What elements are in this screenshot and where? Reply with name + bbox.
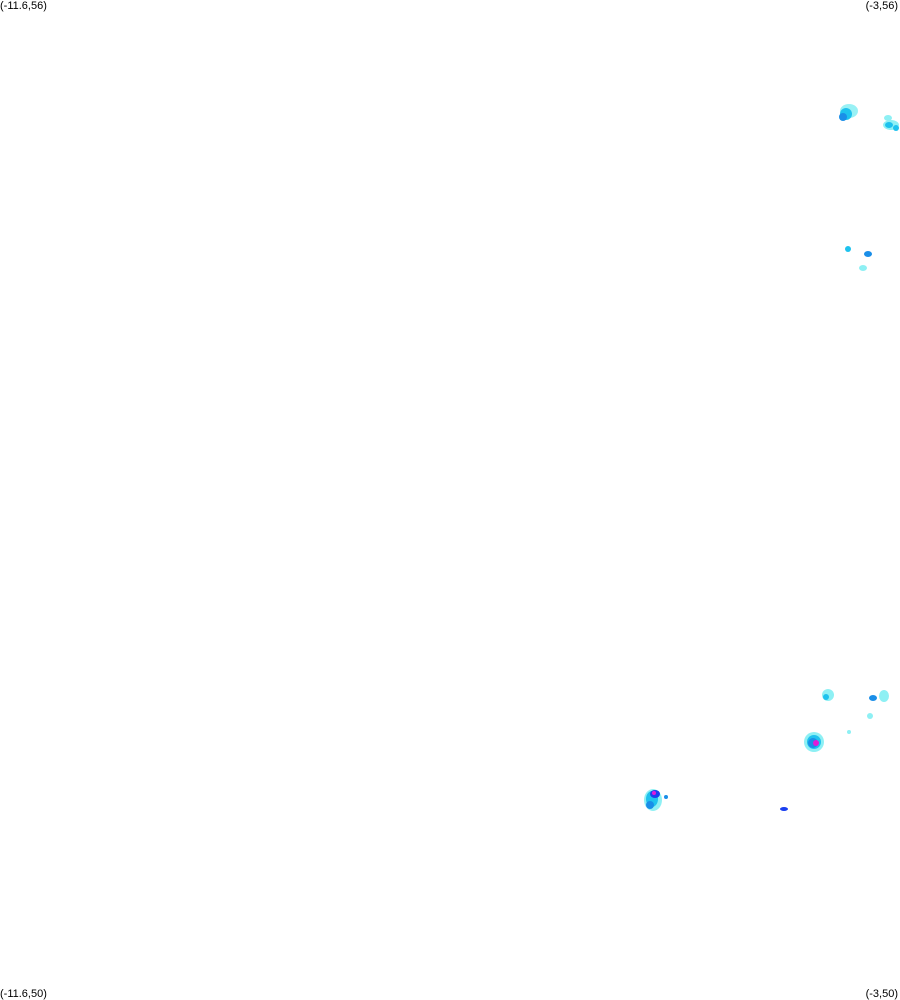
echo [839,113,847,121]
echo [847,730,851,734]
echo [884,115,892,121]
echo [845,246,851,252]
echo [780,807,788,811]
echo [879,690,889,702]
echo [885,122,893,128]
echo-cluster-lower-right [804,689,889,752]
echo [823,694,829,700]
echo-cluster-upper [845,246,872,271]
echo [664,795,668,799]
echo [864,251,872,257]
echo-cluster-top-right [839,104,899,131]
echo [869,695,877,701]
corner-label-top-right: (-3,56) [865,0,898,12]
corner-label-bottom-right: (-3,50) [865,988,898,1000]
corner-label-bottom-left: (-11.6,50) [0,988,47,1000]
echo [813,740,819,746]
echo [893,125,899,131]
echo [646,801,654,809]
echo-cluster-lower-left [644,789,788,811]
echo [652,791,656,795]
corner-label-top-left: (-11.6,56) [0,0,47,12]
echo [859,265,867,271]
echo [867,713,873,719]
